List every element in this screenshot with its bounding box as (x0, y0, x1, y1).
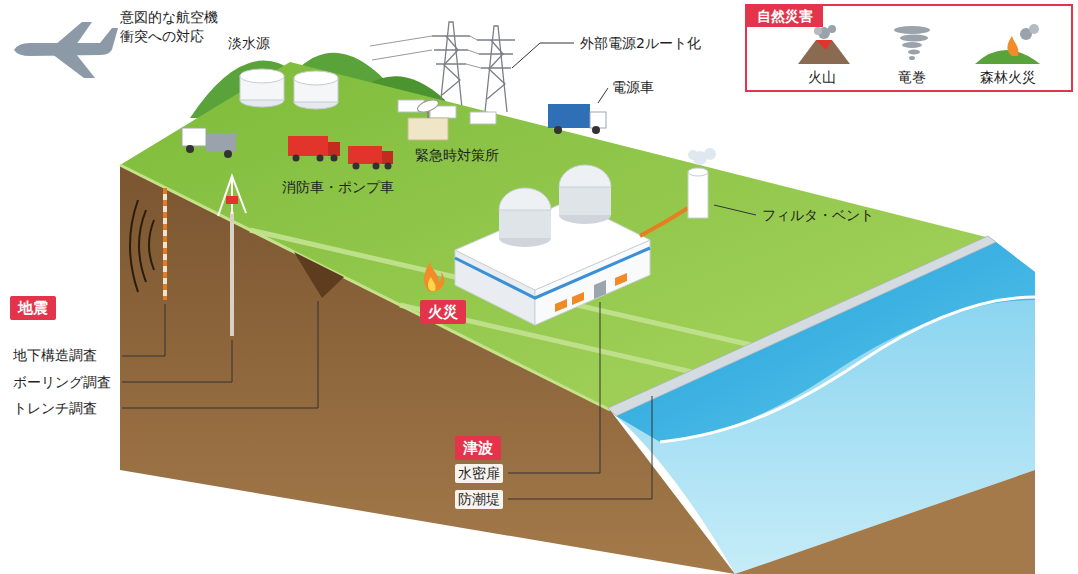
reactor-building (455, 165, 650, 325)
hazard-heading: 火災 (428, 303, 458, 321)
callout-label: 消防車・ポンプ車 (282, 178, 394, 197)
airplane-icon (14, 22, 118, 78)
emergency-center (408, 98, 448, 140)
fire-icon (424, 262, 444, 292)
callout-label: 竜巻 (898, 68, 926, 87)
survey-vehicle (182, 128, 236, 158)
boring-rig (218, 176, 246, 336)
sea-surface (616, 242, 1035, 442)
water-tanks (240, 69, 338, 109)
forest-fire-icon (975, 24, 1040, 64)
callout-label: 意図的な航空機 衝突への対応 (120, 8, 226, 46)
callout-label: 地下構造調査 (10, 346, 100, 365)
trench (294, 252, 344, 298)
seismic-survey (130, 188, 165, 300)
callout-label: 電源車 (612, 78, 654, 97)
power-truck (548, 104, 606, 134)
volcano-icon (798, 25, 850, 64)
callout-label: 防潮堤 (455, 490, 503, 509)
hazard-tag: 津波 (455, 436, 501, 460)
seabed (735, 470, 1035, 574)
leader-lines (122, 43, 756, 499)
callout-label: 外部電源2ルート化 (580, 34, 701, 53)
filter-vent (640, 148, 716, 236)
hazard-tag: 火災 (420, 300, 466, 324)
callout-label: 火山 (808, 68, 836, 87)
callout-label: フィルタ・ベント (762, 206, 874, 225)
callout-label: ボーリング調査 (10, 373, 114, 392)
hazard-heading: 津波 (463, 439, 493, 457)
fire-trucks (288, 136, 393, 170)
seawall (608, 236, 996, 416)
hazard-tag: 地震 (10, 296, 56, 320)
callout-label: 水密扉 (455, 464, 503, 483)
tornado-icon (894, 26, 930, 60)
callout-label: トレンチ調査 (10, 399, 100, 418)
callout-label: 森林火災 (980, 68, 1036, 87)
hazard-heading: 自然災害 (747, 6, 823, 27)
sea (616, 242, 1035, 574)
hazard-heading: 地震 (18, 299, 48, 317)
callout-label: 緊急時対策所 (415, 146, 499, 165)
callout-label: 淡水源 (228, 34, 270, 53)
